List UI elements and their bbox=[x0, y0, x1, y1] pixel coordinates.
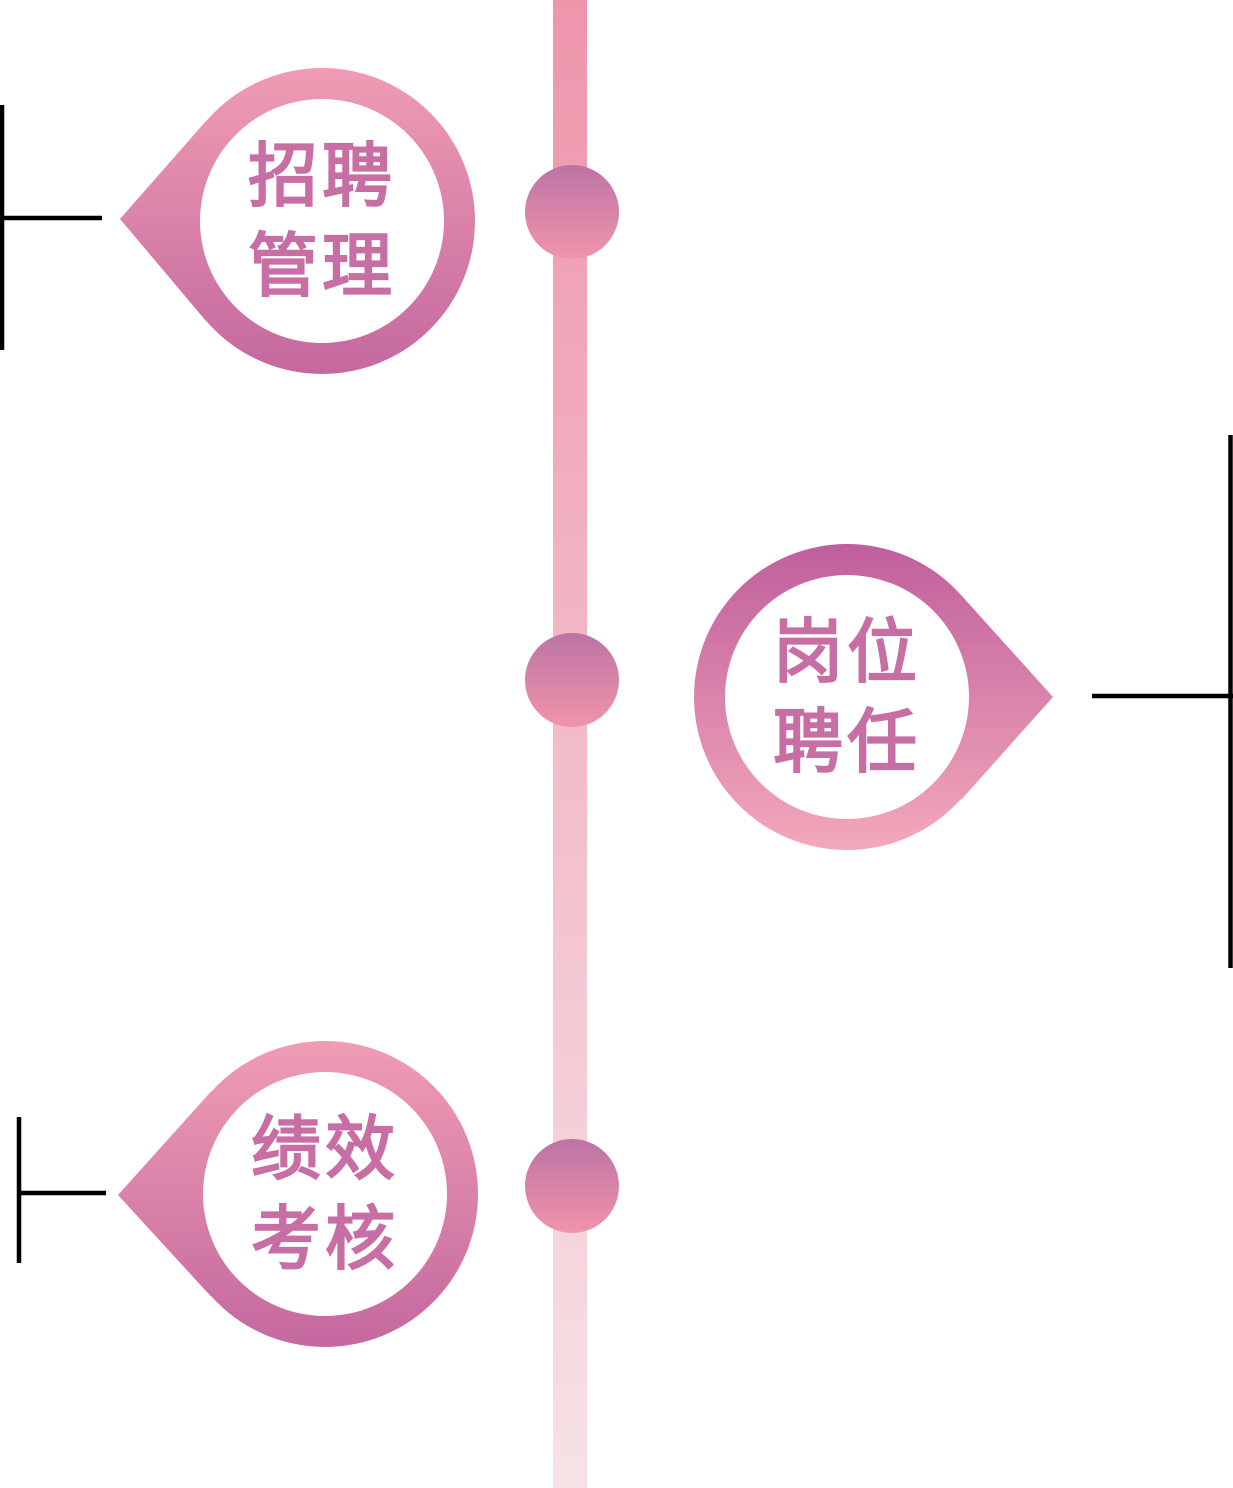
node-1-label-line-2: 管理 bbox=[248, 225, 396, 307]
node-bubble-position-appointment: 岗位 聘任 bbox=[694, 544, 1053, 850]
node-3-label-line-1: 绩效 bbox=[251, 1108, 399, 1190]
node-1-label-line-1: 招聘 bbox=[248, 135, 396, 217]
connector-node-3 bbox=[16, 1117, 106, 1263]
timeline-dot-3 bbox=[525, 1139, 619, 1233]
connector-node-1 bbox=[0, 105, 102, 350]
node-2-label-line-1: 岗位 bbox=[773, 611, 921, 693]
connector-node-2 bbox=[1092, 435, 1233, 968]
node-3-label-line-2: 考核 bbox=[251, 1198, 399, 1280]
node-2-inner-circle bbox=[725, 575, 969, 819]
node-bubble-recruitment-management: 招聘 管理 bbox=[120, 68, 475, 374]
node-1-inner-circle bbox=[200, 99, 444, 343]
node-3-inner-circle bbox=[203, 1072, 447, 1316]
node-bubble-performance-assessment: 绩效 考核 bbox=[118, 1041, 478, 1347]
timeline-dot-2 bbox=[525, 633, 619, 727]
timeline-dot-1 bbox=[525, 165, 619, 259]
node-2-label-line-2: 聘任 bbox=[773, 701, 921, 783]
